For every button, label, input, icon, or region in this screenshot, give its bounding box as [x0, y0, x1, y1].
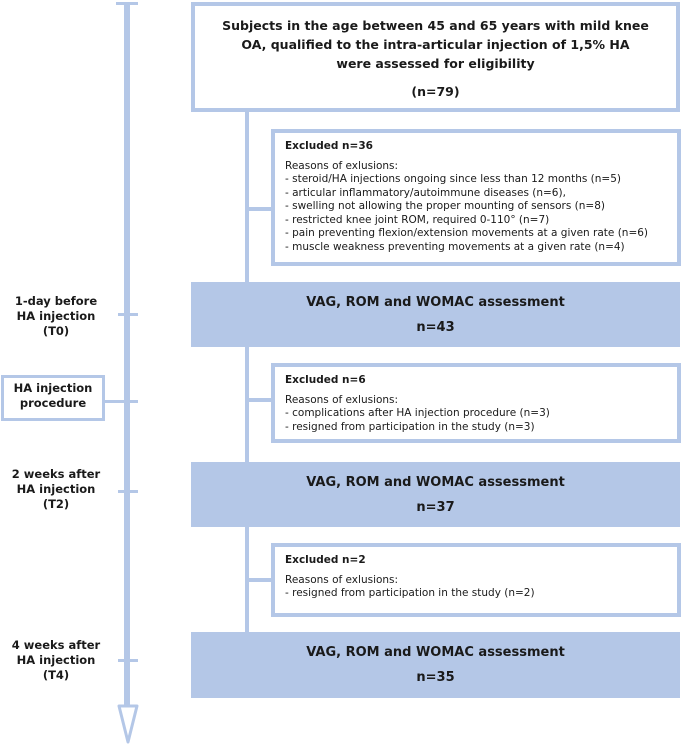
assessment-count-2: n=37 — [416, 500, 455, 515]
list-item: - resigned from participation in the stu… — [285, 420, 535, 433]
assessment-title-3: VAG, ROM and WOMAC assessment — [306, 645, 565, 660]
reasons-list-2: - complications after HA injection proce… — [285, 407, 667, 434]
eligibility-box: Subjects in the age between 45 and 65 ye… — [191, 2, 680, 112]
procedure-connector — [104, 400, 120, 403]
timeline-tick-procedure — [118, 400, 138, 403]
list-item: - articular inflammatory/autoimmune dise… — [285, 186, 566, 199]
list-item: - complications after HA injection proce… — [285, 407, 550, 419]
timeline-tick-t0 — [118, 313, 138, 316]
assessment-count-1: n=43 — [416, 320, 455, 335]
eligibility-count: (n=79) — [411, 84, 460, 99]
excluded-box-2: Excluded n=6 Reasons of exlusions: - com… — [271, 363, 681, 443]
list-item: - muscle weakness preventing movements a… — [285, 240, 625, 253]
list-item: - swelling not allowing the proper mount… — [285, 200, 606, 212]
list-item: - restricted knee joint ROM, required 0-… — [285, 213, 550, 226]
assessment-count-3: n=35 — [416, 670, 455, 685]
excluded-box-3: Excluded n=2 Reasons of exlusions: - res… — [271, 543, 681, 617]
list-item: - resigned from participation in the stu… — [285, 587, 535, 599]
assessment-box-2: VAG, ROM and WOMAC assessment n=37 — [191, 462, 680, 527]
assessment-box-1: VAG, ROM and WOMAC assessment n=43 — [191, 282, 680, 347]
flow-connector-branch-1 — [245, 207, 275, 211]
reasons-label-2: Reasons of exlusions: — [285, 393, 399, 406]
assessment-box-3: VAG, ROM and WOMAC assessment n=35 — [191, 632, 680, 698]
flow-connector-branch-3 — [245, 578, 275, 582]
excluded-title-1: Excluded n=36 — [285, 140, 373, 152]
reasons-label-1: Reasons of exlusions: — [285, 159, 399, 172]
reasons-label-3: Reasons of exlusions: — [285, 573, 399, 586]
assessment-title-2: VAG, ROM and WOMAC assessment — [306, 475, 565, 490]
timeline-line — [124, 4, 130, 709]
timeline-tick-t4 — [118, 659, 138, 662]
eligibility-text: Subjects in the age between 45 and 65 ye… — [222, 18, 649, 71]
excluded-title-2: Excluded n=6 — [285, 374, 366, 386]
reasons-list-1: - steroid/HA injections ongoing since le… — [285, 173, 667, 254]
flow-connector-main-2 — [245, 347, 249, 462]
timeline-tick-t2 — [118, 490, 138, 493]
flow-connector-main-1 — [245, 110, 249, 282]
list-item: - pain preventing flexion/extension move… — [285, 227, 649, 239]
assessment-title-1: VAG, ROM and WOMAC assessment — [306, 295, 565, 310]
excluded-box-1: Excluded n=36 Reasons of exlusions: - st… — [271, 129, 681, 266]
excluded-title-3: Excluded n=2 — [285, 554, 366, 566]
flow-connector-branch-2 — [245, 398, 275, 402]
timeline-top-tick — [116, 2, 138, 5]
reasons-list-3: - resigned from participation in the stu… — [285, 587, 667, 601]
list-item: - steroid/HA injections ongoing since le… — [285, 173, 621, 185]
timeline-arrowhead — [117, 704, 139, 744]
